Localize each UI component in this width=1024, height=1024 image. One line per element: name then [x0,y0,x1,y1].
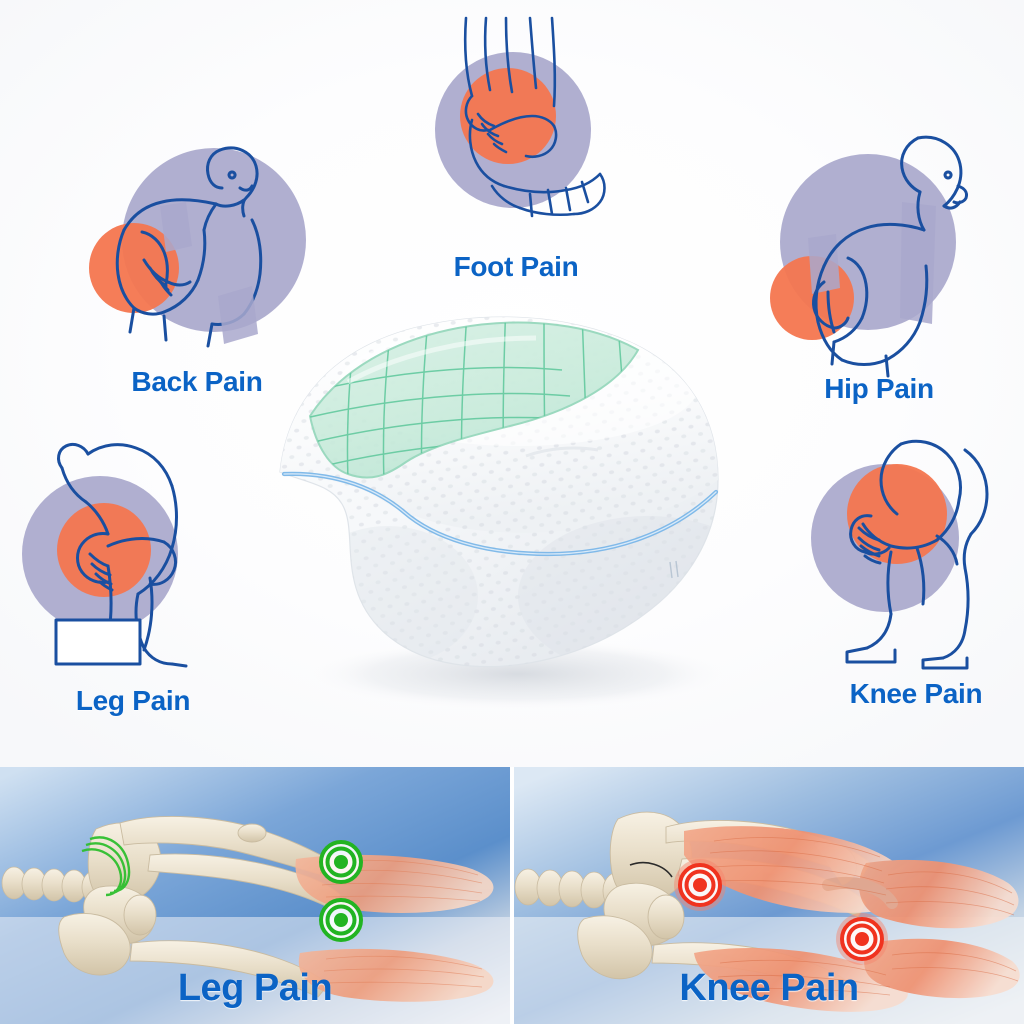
panel-label-leg: Leg Pain [177,967,333,1009]
relief-marker-1 [319,840,363,884]
muscle-striations [709,837,1019,996]
muscle-tissue [684,826,1020,1012]
pillow-piping-seam [281,471,719,557]
hip-pain-icon [760,130,998,378]
pillow-tag [669,560,679,579]
pain-icon-label: Knee Pain [849,678,983,709]
pain-icon-label: Leg Pain [75,685,191,716]
relief-ring-highlight [81,836,131,897]
pain-marker-2 [836,913,888,965]
leg-pain-icon [18,432,248,677]
relief-marker-2 [319,898,363,942]
product-image-knee-pillow[interactable] [218,266,788,746]
foot-pain-icon [408,16,624,243]
product-shadow [306,638,730,710]
pain-icon-knee[interactable]: Knee Pain [805,439,1024,710]
pain-icon-hip[interactable]: Hip Pain [760,130,998,405]
hero-section: Back Pain [0,0,1024,767]
pain-icon-label: Back Pain [131,366,263,397]
anatomy-panel-leg[interactable]: Leg Pain [0,767,510,1024]
pain-marker-1 [674,859,726,911]
pain-icon-label: Foot Pain [453,251,579,282]
knee-anatomy-illustration [514,811,1020,1012]
anatomy-panel-knee[interactable]: Knee Pain [514,767,1024,1024]
panel-label-knee: Knee Pain [679,967,859,1009]
knee-pain-icon [805,439,1024,670]
anatomy-panels: Leg Pain [0,767,1024,1024]
leg-bones [119,816,341,998]
back-pain-icon [72,128,322,358]
pain-icon-back[interactable]: Back Pain [72,128,322,398]
pillow-crease [525,446,599,458]
pain-icon-label: Hip Pain [824,373,934,404]
pain-icon-foot[interactable]: Foot Pain [408,16,624,283]
pain-icon-leg[interactable]: Leg Pain [18,432,248,717]
